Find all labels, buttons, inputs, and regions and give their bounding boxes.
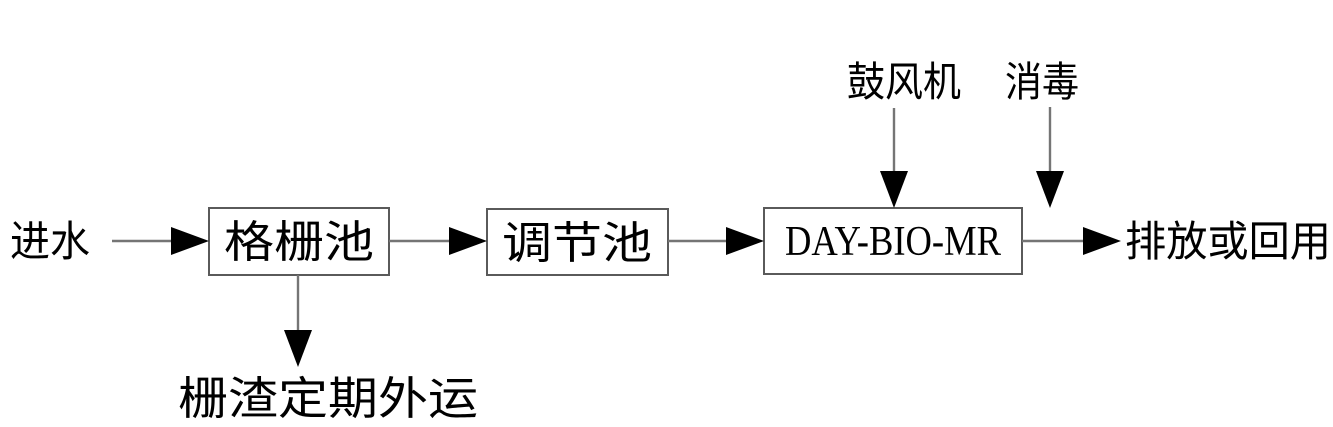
- blower-label: 鼓风机: [847, 59, 961, 105]
- arrow-influent-to-screen-tank: [112, 227, 209, 255]
- arrow-screen-tank-to-equalization-tank: [389, 227, 487, 255]
- arrow-disinfection-to-outlet: [1036, 107, 1064, 208]
- disinfection-label: 消毒: [1005, 59, 1079, 105]
- equalization-tank-label: 调节池: [502, 219, 652, 268]
- arrow-equalization-tank-to-reactor: [668, 227, 764, 255]
- effluent-label: 排放或回用: [1125, 220, 1331, 266]
- influent-label: 进水: [10, 220, 90, 266]
- arrow-blower-to-reactor: [880, 108, 908, 208]
- arrowhead-right-icon: [726, 227, 764, 255]
- arrow-screen-tank-to-residue: [284, 275, 312, 367]
- node-equalization-tank: 调节池: [486, 208, 669, 276]
- screen-tank-box: [208, 207, 390, 276]
- arrowhead-right-icon: [449, 227, 487, 255]
- arrowhead-down-icon: [880, 171, 908, 208]
- node-screen-tank: 格栅池: [208, 207, 390, 276]
- arrowhead-down-icon: [1036, 171, 1064, 208]
- arrowhead-down-icon: [284, 330, 312, 367]
- arrowhead-right-icon: [1083, 227, 1121, 255]
- equalization-tank-box: [486, 208, 669, 276]
- node-bio-membrane-reactor: DAY-BIO-MR: [763, 207, 1023, 275]
- arrow-reactor-to-effluent: [1022, 227, 1121, 255]
- screen-residue-label: 栅渣定期外运: [178, 374, 478, 424]
- screen-tank-label: 格栅池: [224, 218, 374, 267]
- arrowhead-right-icon: [171, 227, 209, 255]
- bio-membrane-reactor-box: [763, 207, 1023, 275]
- bio-membrane-reactor-label: DAY-BIO-MR: [785, 219, 1001, 265]
